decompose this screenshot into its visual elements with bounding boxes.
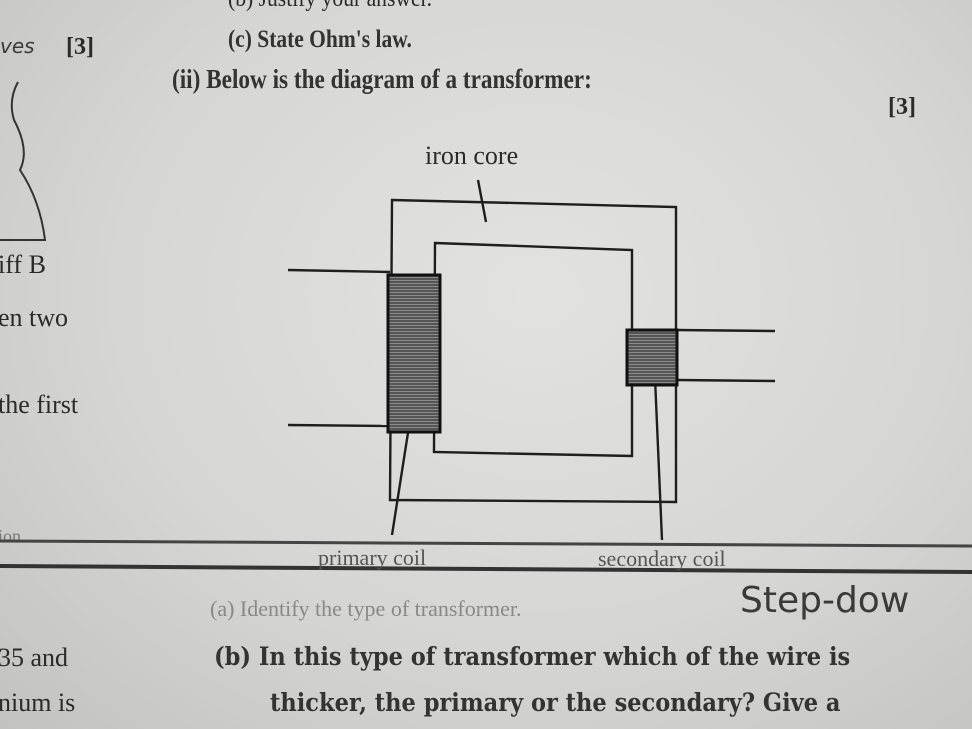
- question-b-line2: thicker, the primary or the secondary? G…: [270, 688, 841, 717]
- marks-label: [3]: [66, 34, 94, 60]
- margin-fragment: 35 and: [0, 643, 69, 672]
- core-inner: [432, 241, 634, 458]
- primary-coil-label: primary coil: [318, 545, 427, 570]
- secondary-wire-bottom: [675, 378, 776, 383]
- iron-core-label: iron core: [425, 141, 519, 170]
- handwritten-answer-a: Step-dow: [740, 580, 910, 621]
- primary-wire-bottom: [287, 423, 391, 428]
- primary-wire-top: [287, 268, 391, 274]
- handwritten-margin-note: ves: [0, 34, 35, 58]
- page-fold-line: [0, 539, 972, 548]
- question-c: (c) State Ohm's law.: [228, 26, 412, 53]
- margin-fragment: en two: [0, 303, 69, 332]
- page-fold-line: [0, 564, 972, 574]
- partial-question-b: (b) Justify your answer.: [228, 0, 432, 13]
- handwritten-bracket: [0, 81, 47, 241]
- margin-fragment: iff B: [0, 250, 46, 279]
- question-a: (a) Identify the type of transformer.: [210, 596, 522, 621]
- secondary-coil: [625, 328, 679, 387]
- marks-label-ii: [3]: [888, 94, 916, 120]
- secondary-coil-label: secondary coil: [598, 546, 726, 571]
- secondary-wire-top: [675, 328, 776, 333]
- margin-fragment: nium is: [0, 688, 76, 717]
- primary-coil: [386, 273, 442, 434]
- margin-fragment: the first: [0, 390, 79, 419]
- secondary-leader: [653, 377, 664, 541]
- question-ii: (ii) Below is the diagram of a transform…: [172, 64, 592, 94]
- core-pointer: [476, 179, 488, 223]
- primary-leader: [390, 419, 412, 536]
- question-b-line1: (b) In this type of transformer which of…: [214, 642, 851, 671]
